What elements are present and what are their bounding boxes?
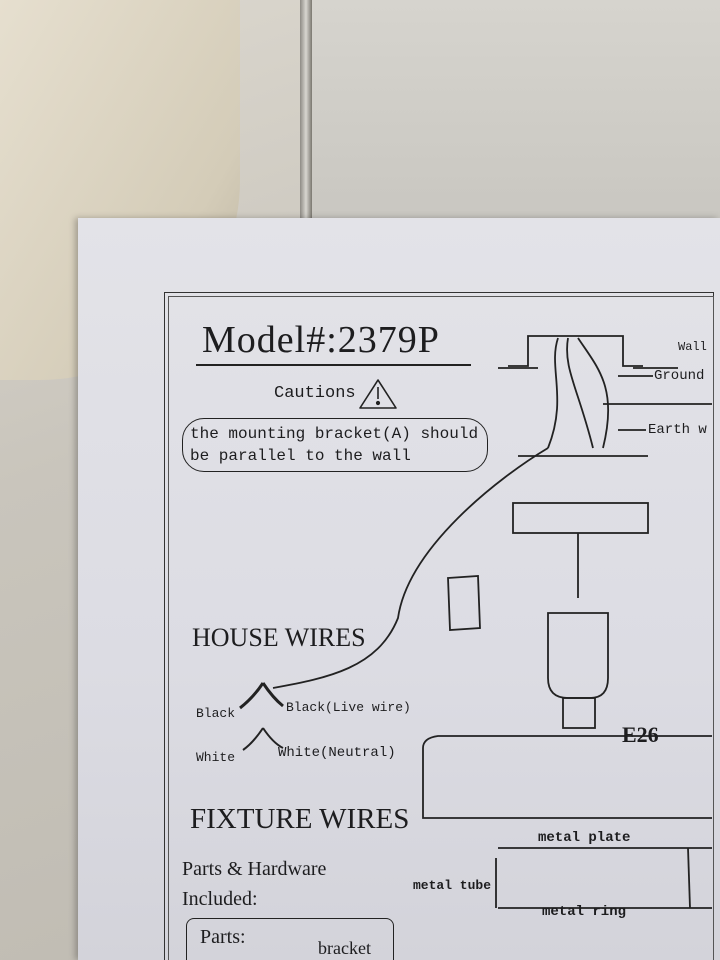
label-wall: Wall <box>678 340 707 354</box>
diagram-graphics <box>239 335 712 909</box>
model-number: Model#:2379P <box>202 319 440 361</box>
caution-note-text: the mounting bracket(A) should be parall… <box>190 425 479 465</box>
parts-box-item: bracket <box>318 938 371 958</box>
wire-label-white-neutral: White(Neutral) <box>278 745 396 761</box>
fixture-wires-heading: FIXTURE WIRES <box>190 803 410 835</box>
label-socket-e26: E26 <box>622 722 659 747</box>
floor-tile <box>312 0 720 235</box>
parts-box-title: Parts: <box>200 926 246 948</box>
ceiling-bracket-drawing <box>239 335 712 909</box>
caution-note-box <box>182 418 488 472</box>
cautions-heading: Cautions <box>274 384 356 403</box>
label-metal-ring: metal ring <box>542 904 627 920</box>
parts-box <box>186 918 394 960</box>
house-wires-heading: HOUSE WIRES <box>192 623 366 652</box>
label-earth: Earth w <box>648 422 707 438</box>
warning-icon <box>359 379 397 409</box>
inner-border <box>168 296 714 960</box>
parts-hardware-heading: Parts & Hardware Included: <box>182 858 327 910</box>
wire-label-white: White <box>196 750 236 765</box>
label-metal-plate: metal plate <box>538 830 631 846</box>
title-underline <box>196 364 471 366</box>
wire-label-black-live: Black(Live wire) <box>286 700 411 715</box>
wire-label-black: Black <box>196 706 236 721</box>
tile-seam <box>300 0 312 225</box>
label-metal-tube: metal tube <box>413 878 492 893</box>
instruction-sheet: Model#:2379P Cautions <box>78 218 720 960</box>
label-ground: Ground <box>654 368 705 384</box>
